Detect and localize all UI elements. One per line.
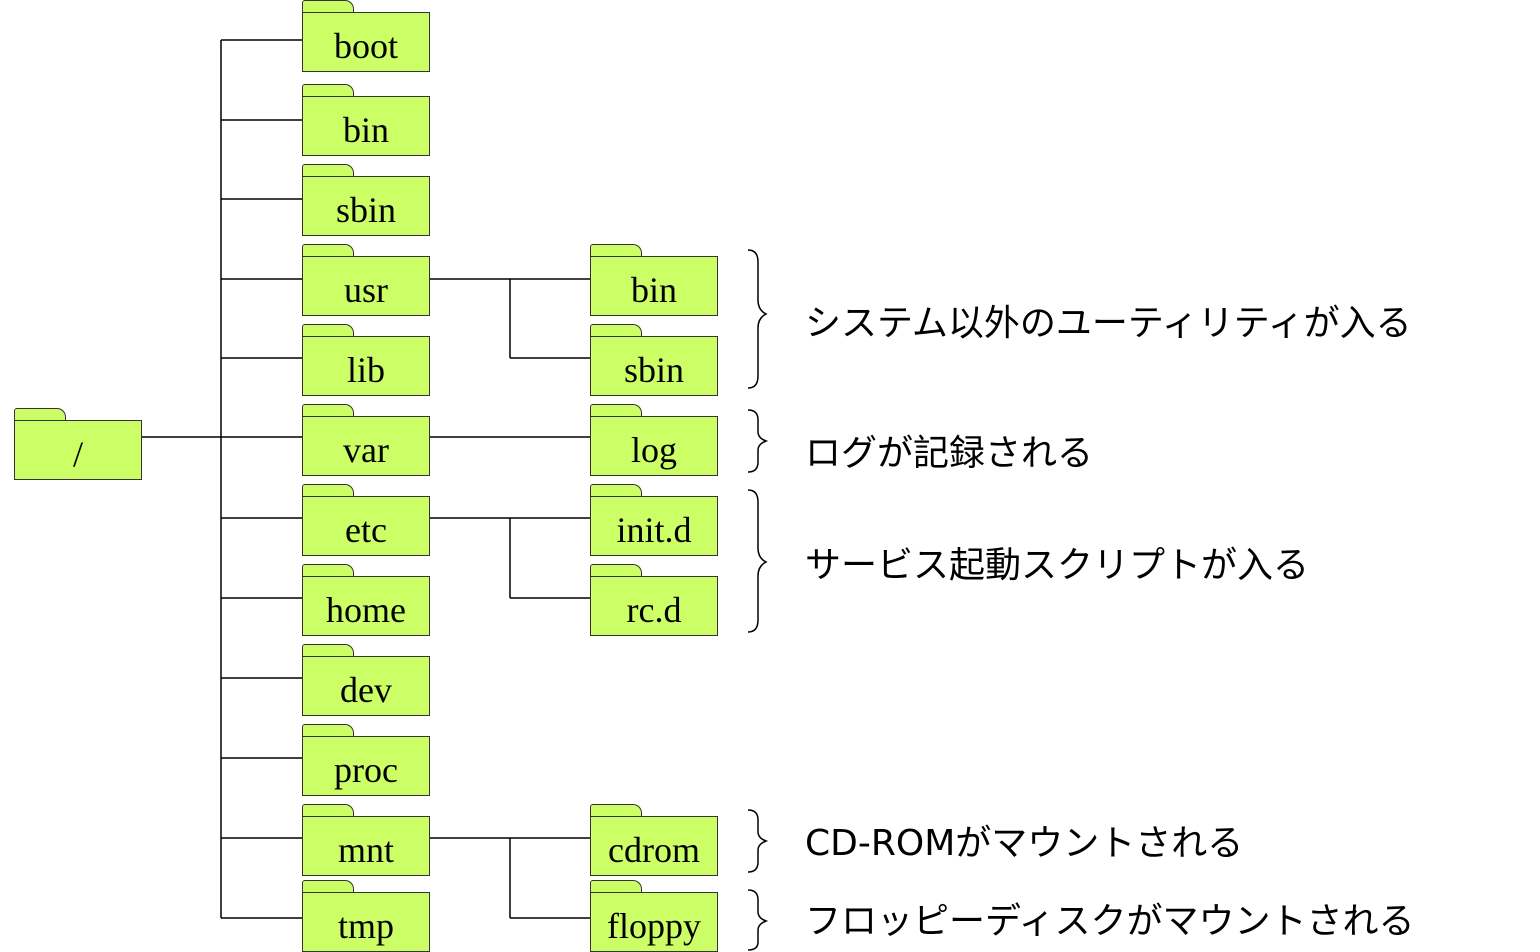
folder-label: sbin [302,176,430,236]
folder-label: / [14,420,142,480]
folder-mnt-floppy[interactable]: floppy [590,880,718,952]
folder-tmp[interactable]: tmp [302,880,430,952]
folder-dev[interactable]: dev [302,644,430,716]
folder-label: bin [302,96,430,156]
brace-log [747,409,769,473]
folder-label: bin [590,256,718,316]
annotation-usr: システム以外のユーティリティが入る [805,303,1412,344]
brace-floppy [747,889,769,951]
folder-tab [590,880,642,894]
folder-lib[interactable]: lib [302,324,430,396]
folder-tab [302,84,354,98]
folder-label: floppy [590,892,718,952]
folder-tab [302,724,354,738]
annotation-init: サービス起動スクリプトが入る [805,545,1310,586]
folder-tab [302,164,354,178]
folder-tab [590,404,642,418]
folder-home[interactable]: home [302,564,430,636]
folder-etc-rcd[interactable]: rc.d [590,564,718,636]
folder-tab [302,644,354,658]
folder-tab [302,804,354,818]
folder-label: etc [302,496,430,556]
folder-label: rc.d [590,576,718,636]
folder-boot[interactable]: boot [302,0,430,72]
folder-label: var [302,416,430,476]
folder-tab [302,404,354,418]
folder-tab [302,880,354,894]
brace-cdrom [747,809,769,873]
annotation-cdrom: CD-ROMがマウントされる [805,823,1244,864]
folder-label: mnt [302,816,430,876]
folder-tab [14,408,66,422]
folder-usr-sbin[interactable]: sbin [590,324,718,396]
folder-usr-bin[interactable]: bin [590,244,718,316]
folder-usr[interactable]: usr [302,244,430,316]
folder-mnt[interactable]: mnt [302,804,430,876]
folder-label: tmp [302,892,430,952]
folder-label: log [590,416,718,476]
folder-var[interactable]: var [302,404,430,476]
folder-label: boot [302,12,430,72]
brace-init [747,489,768,633]
folder-tab [590,244,642,258]
folder-mnt-cdrom[interactable]: cdrom [590,804,718,876]
folder-tab [302,0,354,14]
folder-label: proc [302,736,430,796]
folder-label: sbin [590,336,718,396]
folder-tab [302,244,354,258]
folder-tab [302,564,354,578]
brace-usr [747,249,768,389]
folder-proc[interactable]: proc [302,724,430,796]
folder-tab [302,324,354,338]
folder-tab [590,484,642,498]
annotation-log: ログが記録される [805,433,1094,474]
folder-etc[interactable]: etc [302,484,430,556]
folder-etc-initd[interactable]: init.d [590,484,718,556]
folder-bin[interactable]: bin [302,84,430,156]
folder-var-log[interactable]: log [590,404,718,476]
folder-label: init.d [590,496,718,556]
annotation-floppy: フロッピーディスクがマウントされる [805,901,1415,942]
folder-tab [302,484,354,498]
folder-label: lib [302,336,430,396]
folder-label: cdrom [590,816,718,876]
folder-root[interactable]: / [14,408,142,480]
folder-label: usr [302,256,430,316]
folder-label: home [302,576,430,636]
folder-tab [590,564,642,578]
folder-tab [590,324,642,338]
folder-tab [590,804,642,818]
folder-sbin[interactable]: sbin [302,164,430,236]
folder-label: dev [302,656,430,716]
